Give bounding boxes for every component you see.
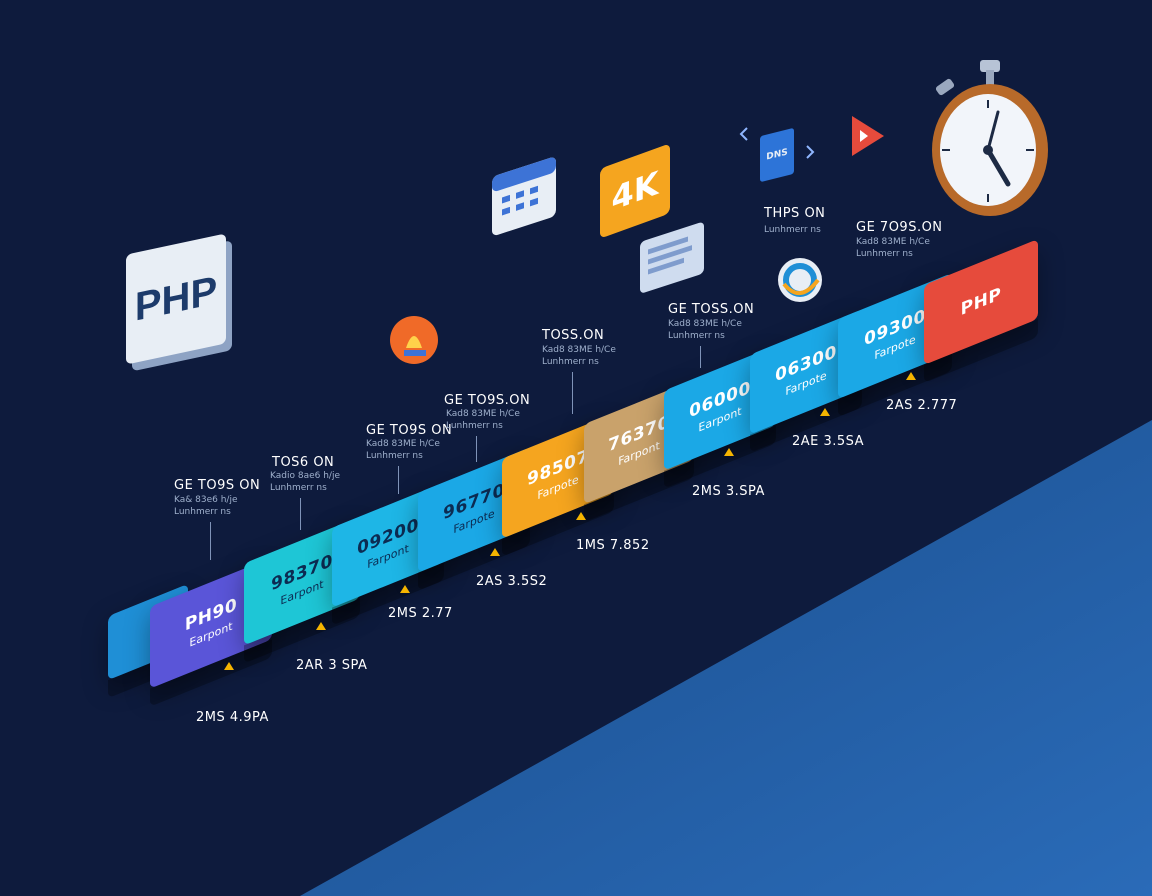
- label-line: Lunhmerr ns: [174, 507, 231, 517]
- php-logo-text: PHP: [134, 267, 218, 330]
- label-line: Kad8 83ME h/Ce: [542, 345, 616, 355]
- timeline-marker: [224, 662, 234, 670]
- dns-card-icon: DNS: [760, 127, 794, 183]
- label-line: Lunhmerr ns: [856, 249, 913, 259]
- php-logo-card: PHP: [126, 233, 226, 365]
- timeline-marker: [576, 512, 586, 520]
- label-line: Lunhmerr ns: [542, 357, 599, 367]
- document-icon: [640, 222, 704, 293]
- connector: [300, 498, 301, 530]
- bottom-label-0: 2MS 4.9PA: [196, 710, 269, 725]
- top-label-6-text: Lunhmerr ns: [764, 224, 821, 236]
- label-line: Lunhmerr ns: [446, 421, 503, 431]
- connector: [700, 346, 701, 368]
- top-label-0: GE TO9S ON: [174, 478, 261, 493]
- label-line: Lunhmerr ns: [668, 331, 725, 341]
- dns-text: DNS: [766, 147, 788, 163]
- label-line: Lunhmerr ns: [270, 483, 327, 493]
- floor-plane: [300, 420, 1152, 896]
- timeline-marker: [316, 622, 326, 630]
- top-label-1: TOS6 ON: [272, 455, 335, 470]
- connector: [210, 522, 211, 560]
- top-label-7: GE 7O9S.ON: [856, 220, 943, 235]
- connector: [572, 372, 573, 414]
- stopwatch-icon: [932, 60, 1048, 216]
- bottom-label-6: 2AE 3.5SA: [792, 434, 865, 449]
- play-flag-icon: [852, 116, 884, 156]
- top-label-5: GE TOSS.ON: [668, 302, 755, 317]
- label-line: Kad8 83ME h/Ce: [366, 439, 440, 449]
- label-line: Lunhmerr ns: [764, 225, 821, 235]
- label-line: Lunhmerr ns: [366, 451, 423, 461]
- 4k-text: 4K: [611, 163, 659, 219]
- top-label-3: GE TO9S.ON: [444, 393, 531, 408]
- bottom-label-1: 2AR 3 SPA: [296, 658, 368, 673]
- timeline-marker: [906, 372, 916, 380]
- timeline-marker: [400, 585, 410, 593]
- label-line: Kadio 8ae6 h/je: [270, 471, 340, 481]
- bottom-label-4: 1MS 7.852: [576, 538, 650, 553]
- connector: [476, 436, 477, 462]
- top-label-2: GE TO9S ON: [366, 423, 453, 438]
- timeline-marker: [724, 448, 734, 456]
- label-line: Kad8 83ME h/Ce: [856, 237, 930, 247]
- flame-badge-icon: [390, 316, 438, 364]
- bottom-label-3: 2AS 3.5S2: [476, 574, 548, 589]
- bottom-label-2: 2MS 2.77: [388, 606, 453, 621]
- bottom-label-5: 2MS 3.SPA: [692, 484, 765, 499]
- chevron-left-icon: [739, 127, 748, 141]
- label-line: Kad8 83ME h/Ce: [668, 319, 742, 329]
- connector: [398, 466, 399, 494]
- label-line: Ka& 83e6 h/je: [174, 495, 238, 505]
- timeline-marker: [820, 408, 830, 416]
- calendar-icon: [492, 157, 556, 236]
- browser-globe-icon: [778, 258, 822, 302]
- bottom-label-7: 2AS 2.777: [886, 398, 958, 413]
- top-label-4: TOSS.ON: [542, 328, 605, 343]
- label-line: Kad8 83ME h/Ce: [446, 409, 520, 419]
- chevron-right-icon: [806, 145, 815, 159]
- timeline-marker: [490, 548, 500, 556]
- block-value: PHP: [960, 283, 1002, 321]
- top-label-6: THPS ON: [764, 206, 826, 221]
